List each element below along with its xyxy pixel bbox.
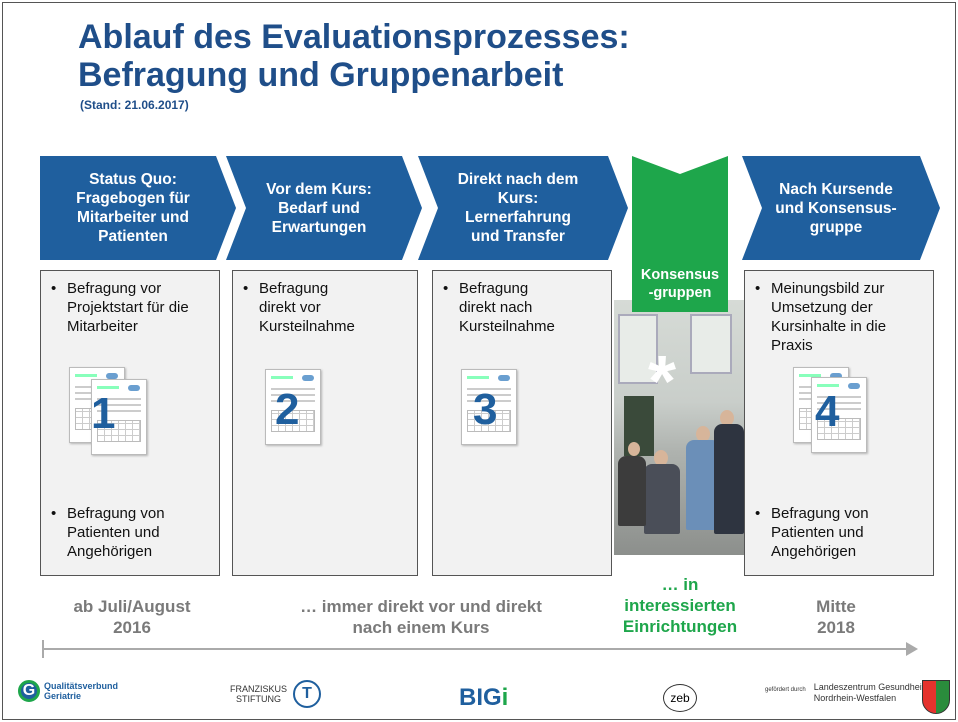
- timeline-label-institutions: … in interessierten Einrichtungen: [622, 575, 738, 636]
- phase-5-bullets-top: Meinungsbild zur Umsetzung der Kursinhal…: [745, 271, 933, 355]
- logo-bigi: BIGi: [459, 684, 509, 711]
- phase-5-header: Nach Kursende und Konsensus- gruppe: [742, 156, 940, 260]
- phase-number: 1: [91, 389, 116, 438]
- questionnaire-icon: [811, 377, 867, 453]
- bullet-item: Befragung von Patienten und Angehörigen: [51, 504, 165, 561]
- questionnaire-icon: [91, 379, 147, 455]
- konsensus-arrow: [632, 156, 728, 266]
- logo-franziskus: FRANZISKUS STIFTUNG T: [230, 680, 322, 708]
- phase-5-bullets-bottom: Befragung von Patienten und Angehörigen: [745, 496, 879, 561]
- timeline-line: [42, 648, 914, 650]
- g-logo-icon: G: [18, 680, 40, 702]
- bullet-item: Befragung direkt nach Kursteilnahme: [443, 279, 601, 336]
- logo-qualitaetsverbund: G Qualitätsverbund Geriatrie: [18, 680, 118, 702]
- phase-3-bullets-top: Befragung direkt nach Kursteilnahme: [433, 271, 611, 336]
- questionnaire-icon: [265, 369, 321, 445]
- slide-title: Ablauf des Evaluationsprozesses: Befragu…: [78, 18, 630, 94]
- questionnaire-icon: [461, 369, 517, 445]
- logo-zeb: zeb: [663, 684, 697, 712]
- timeline-label-start: ab Juli/August 2016: [73, 597, 191, 637]
- bullet-item: Meinungsbild zur Umsetzung der Kursinhal…: [755, 279, 923, 355]
- phase-1-box: Befragung vor Projektstart für die Mitar…: [40, 270, 220, 576]
- konsensus-label: Konsensus -gruppen: [632, 262, 728, 312]
- phase-1-header: Status Quo: Fragebogen für Mitarbeiter u…: [40, 156, 236, 260]
- phase-number: 4: [815, 387, 840, 436]
- phase-number: 2: [275, 385, 300, 434]
- logo-lzg: gefördert durch Landeszentrum Gesundheit…: [765, 682, 925, 703]
- phase-3-box: Befragung direkt nach Kursteilnahme 3: [432, 270, 612, 576]
- phase-1-bullets-bottom: Befragung von Patienten und Angehörigen: [41, 496, 175, 561]
- timeline-arrowhead-icon: [906, 642, 918, 656]
- timeline-label-middle: … immer direkt vor und direkt nach einem…: [300, 597, 542, 637]
- timeline-label-end: Mitte 2018: [816, 597, 856, 637]
- asterisk-icon: *: [648, 342, 677, 422]
- phase-5-box: Meinungsbild zur Umsetzung der Kursinhal…: [744, 270, 934, 576]
- phase-2-header: Vor dem Kurs: Bedarf und Erwartungen: [226, 156, 422, 260]
- tau-cross-icon: T: [293, 680, 322, 708]
- phase-2-bullets-top: Befragung direkt vor Kursteilnahme: [233, 271, 417, 336]
- phase-1-bullets-top: Befragung vor Projektstart für die Mitar…: [41, 271, 219, 336]
- group-photo: [614, 300, 744, 555]
- slide-subtitle: (Stand: 21.06.2017): [80, 98, 189, 112]
- nrw-coat-of-arms-icon: [922, 680, 950, 714]
- phase-2-box: Befragung direkt vor Kursteilnahme 2: [232, 270, 418, 576]
- phase-3-header: Direkt nach dem Kurs: Lernerfahrung und …: [418, 156, 628, 260]
- bullet-item: Befragung von Patienten und Angehörigen: [755, 504, 869, 561]
- phase-number: 3: [473, 385, 498, 434]
- bullet-item: Befragung direkt vor Kursteilnahme: [243, 279, 407, 336]
- bullet-item: Befragung vor Projektstart für die Mitar…: [51, 279, 209, 336]
